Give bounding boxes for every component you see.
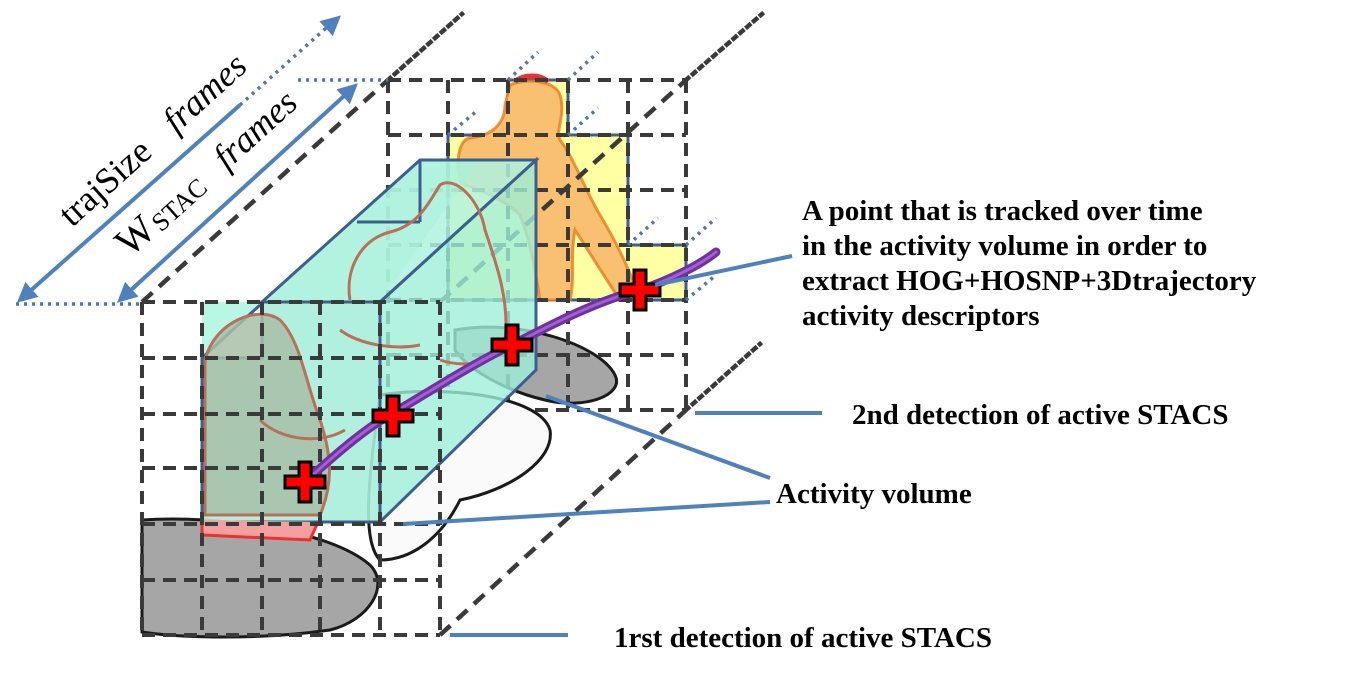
- tracked-point-marker: [283, 460, 327, 504]
- callout-lines: [402, 254, 822, 637]
- callout-tracked-line-3: extract HOG+HOSNP+3Dtrajectory: [802, 265, 1257, 297]
- first-detection-group: [140, 156, 552, 639]
- tracked-point-marker: [618, 268, 662, 312]
- tracked-point-callout: A point that is tracked over time in the…: [802, 195, 1257, 332]
- callout-line-activity-volume-a: [545, 394, 771, 480]
- callout-tracked-line-1: A point that is tracked over time: [802, 195, 1203, 227]
- callout-line-activity-volume-b: [402, 500, 771, 526]
- callout-first-detection: 1rst detection of active STACS: [614, 622, 992, 654]
- callout-line-tracked-point: [654, 254, 793, 287]
- callout-tracked-line-2: in the activity volume in order to: [802, 230, 1207, 262]
- frame-arrows: [16, 15, 388, 306]
- tracked-point-marker: [371, 394, 415, 438]
- callout-activity-volume: Activity volume: [776, 478, 972, 510]
- tracked-points: [283, 268, 662, 504]
- tracked-point-marker: [490, 323, 534, 367]
- callout-second-detection: 2nd detection of active STACS: [852, 399, 1228, 431]
- callout-tracked-line-4: activity descriptors: [802, 300, 1040, 332]
